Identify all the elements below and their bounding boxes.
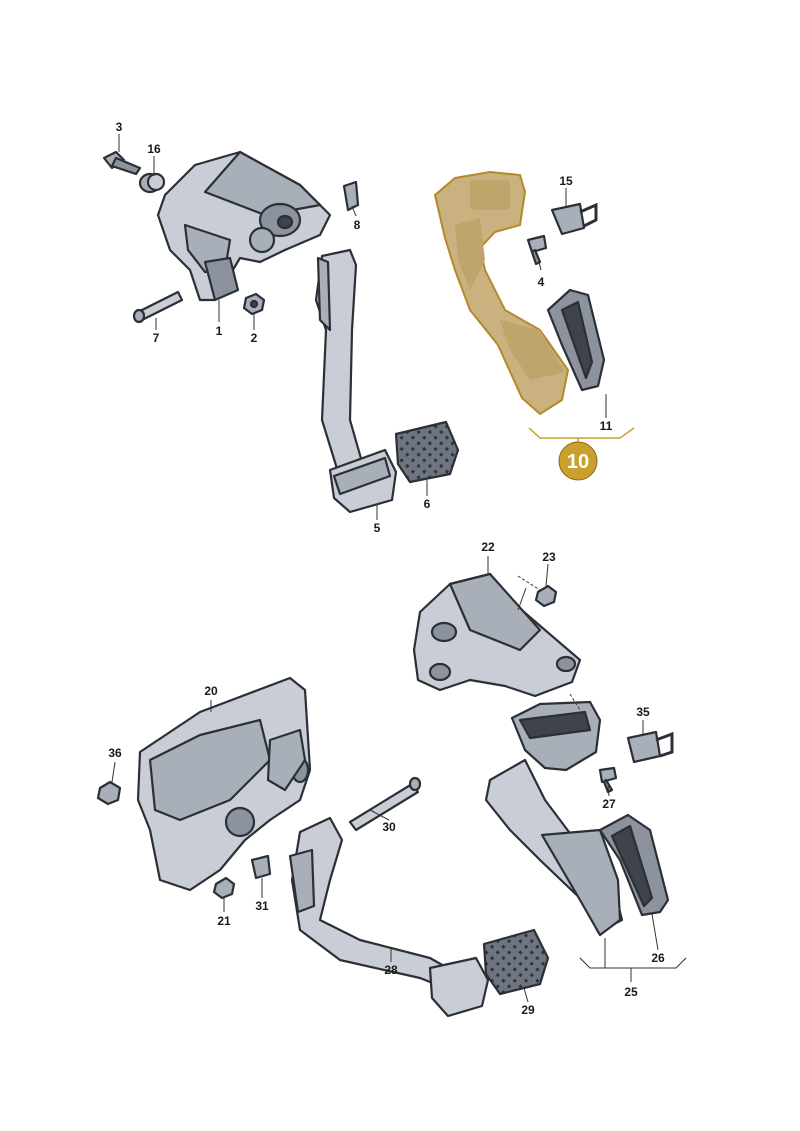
label-29[interactable]: 29 xyxy=(521,1003,535,1017)
pedal-bracket-top[interactable] xyxy=(156,150,332,302)
clip-8[interactable] xyxy=(342,180,360,212)
pin-30[interactable] xyxy=(348,776,422,832)
label-27[interactable]: 27 xyxy=(602,797,616,811)
label-1[interactable]: 1 xyxy=(216,324,223,338)
label-11[interactable]: 11 xyxy=(600,419,613,433)
label-20[interactable]: 20 xyxy=(204,684,218,698)
part-labels: 3 16 8 7 1 2 5 6 15 4 11 22 23 35 27 26 … xyxy=(108,120,665,1017)
pedal-28[interactable] xyxy=(288,816,490,1018)
label-30[interactable]: 30 xyxy=(382,820,396,834)
nut-36[interactable] xyxy=(96,780,122,806)
pin-7[interactable] xyxy=(132,290,184,324)
label-4[interactable]: 4 xyxy=(538,275,545,289)
bracket-20[interactable] xyxy=(136,676,312,892)
accelerator-pedal-module-25[interactable] xyxy=(484,700,624,937)
pedal-pad-6[interactable] xyxy=(394,420,460,484)
label-8[interactable]: 8 xyxy=(354,218,361,232)
callout-label-10: 10 xyxy=(567,451,589,473)
label-21[interactable]: 21 xyxy=(217,914,231,928)
pedal-cover-26[interactable] xyxy=(598,813,670,917)
label-31[interactable]: 31 xyxy=(255,899,269,913)
screw-4[interactable] xyxy=(526,234,548,266)
label-28[interactable]: 28 xyxy=(384,963,398,977)
label-36[interactable]: 36 xyxy=(108,746,122,760)
label-7[interactable]: 7 xyxy=(153,331,160,345)
bushing-16[interactable] xyxy=(138,172,166,194)
nut-21[interactable] xyxy=(212,876,236,900)
clutch-pedal-5[interactable] xyxy=(314,248,398,514)
label-2[interactable]: 2 xyxy=(251,331,258,345)
pedal-cover-11[interactable] xyxy=(546,288,606,392)
callout-bracket-10: 10 xyxy=(528,427,635,481)
label-16[interactable]: 16 xyxy=(147,142,161,156)
nut-23[interactable] xyxy=(534,584,558,608)
label-3[interactable]: 3 xyxy=(116,120,123,134)
label-35[interactable]: 35 xyxy=(636,705,650,719)
label-23[interactable]: 23 xyxy=(542,550,556,564)
connector-35[interactable] xyxy=(626,730,674,764)
bolt-3[interactable] xyxy=(102,150,142,176)
label-6[interactable]: 6 xyxy=(424,497,431,511)
pedal-pad-29[interactable] xyxy=(482,928,550,996)
nut-2[interactable] xyxy=(242,292,266,316)
label-26[interactable]: 26 xyxy=(651,951,665,965)
label-5[interactable]: 5 xyxy=(374,521,381,535)
label-22[interactable]: 22 xyxy=(481,540,495,554)
leader-lines xyxy=(111,134,687,1003)
accelerator-pedal-10[interactable] xyxy=(433,170,570,416)
callout-badge-10[interactable] xyxy=(558,441,598,481)
label-25[interactable]: 25 xyxy=(624,985,638,999)
clip-31[interactable] xyxy=(250,854,272,880)
label-15[interactable]: 15 xyxy=(559,174,573,188)
connector-15[interactable] xyxy=(550,202,598,236)
bracket-22[interactable] xyxy=(412,572,582,698)
